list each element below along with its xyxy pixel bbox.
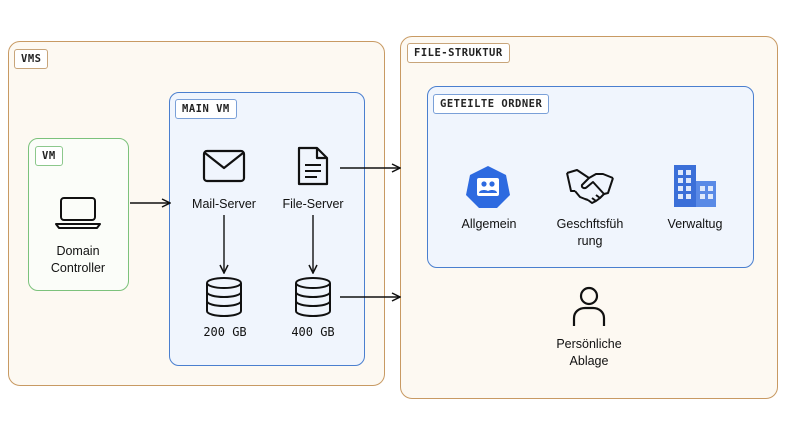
- geschaeftsfuehrung-label: Geschftsfüh rung: [556, 217, 624, 248]
- document-icon: [297, 146, 329, 186]
- database-icon: [206, 277, 242, 318]
- allgemein-label: Allgemein: [461, 217, 517, 231]
- disk-200-label: 200 GB: [203, 325, 247, 339]
- handshake-icon: [566, 169, 614, 204]
- group-icon: [466, 166, 510, 208]
- disk-400-label: 400 GB: [291, 325, 335, 339]
- persoenliche-ablage-label: Persönliche Ablage: [556, 337, 622, 368]
- building-icon: [674, 165, 716, 207]
- main-vm-label: MAIN VM: [175, 99, 237, 119]
- file-server-label: File-Server: [282, 197, 344, 211]
- mail-server-label: Mail-Server: [192, 197, 256, 211]
- vms-label: VMS: [14, 49, 49, 69]
- database-icon: [295, 277, 331, 318]
- verwaltung-label: Verwaltug: [667, 217, 723, 231]
- geteilte-ordner-label: GETEILTE ORDNER: [433, 94, 550, 114]
- main-vm-container: [169, 92, 365, 366]
- envelope-icon: [202, 149, 246, 183]
- laptop-icon: [55, 197, 101, 229]
- vm-label: VM: [35, 146, 63, 166]
- domain-controller-label: Domain Controller: [50, 244, 106, 275]
- file-struktur-label: FILE-STRUKTUR: [407, 43, 510, 63]
- user-icon: [572, 286, 606, 326]
